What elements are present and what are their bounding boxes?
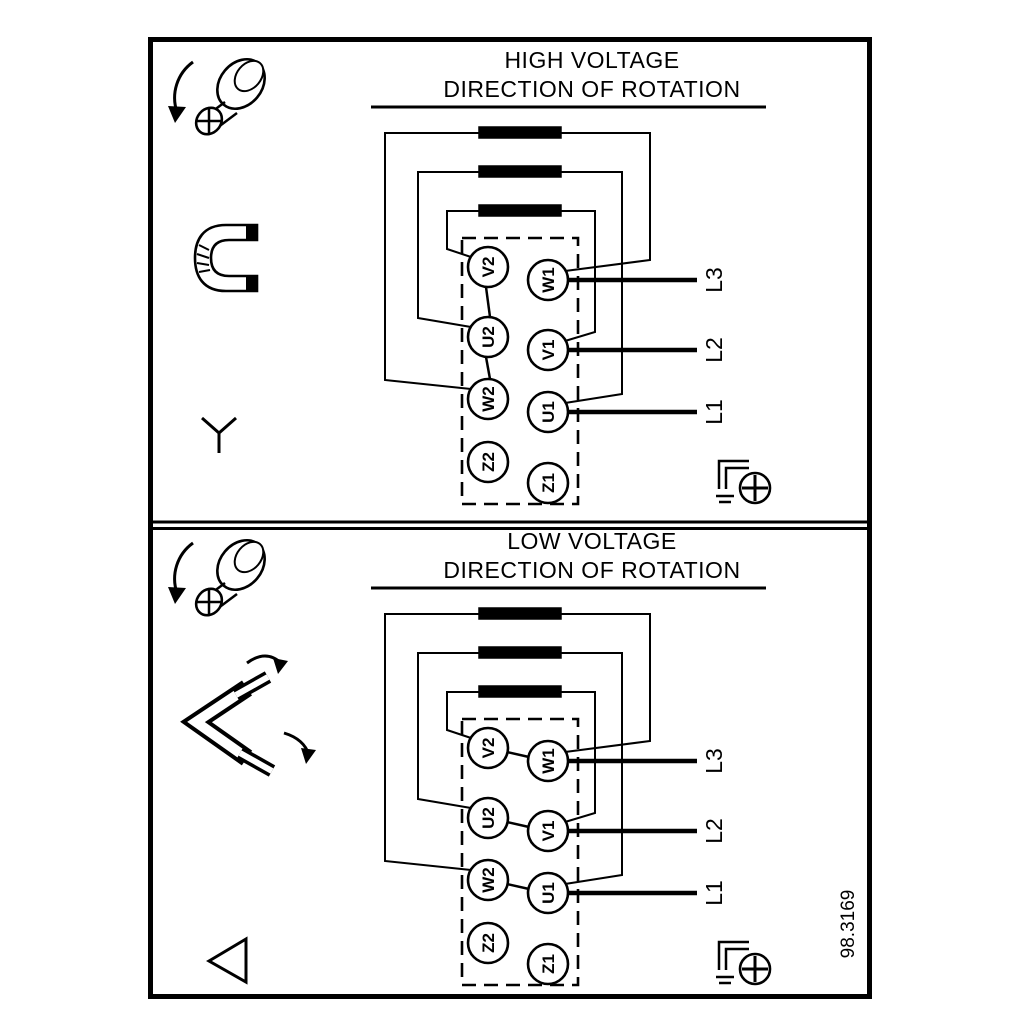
star-leg — [218, 416, 237, 435]
chevron-link-core — [187, 683, 250, 763]
move-arrowhead — [273, 658, 288, 674]
small-link-core — [238, 750, 274, 774]
delta-bridge — [506, 750, 530, 759]
star-bridge — [484, 286, 492, 318]
star-connection-symbol — [201, 416, 237, 453]
star-leg — [201, 416, 220, 435]
panel-title-line2: DIRECTION OF ROTATION — [443, 557, 740, 583]
figure-number: 98.3169 — [838, 890, 859, 959]
link-hatch — [198, 244, 210, 251]
delta-connection-symbol — [206, 936, 248, 985]
panel-title-line1: HIGH VOLTAGE — [504, 47, 679, 73]
panel-low-voltage: LOW VOLTAGE DIRECTION OF ROTATION — [168, 528, 770, 985]
link-hatch — [196, 262, 210, 266]
move-arrowhead — [301, 748, 316, 764]
link-end — [246, 277, 257, 290]
link-body — [193, 223, 259, 293]
panel-title-line2: DIRECTION OF ROTATION — [443, 76, 740, 102]
panel-high-voltage: HIGH VOLTAGE DIRECTION OF ROTATION — [168, 47, 770, 504]
star-bridge — [484, 356, 492, 380]
link-hatch — [198, 269, 211, 273]
link-end — [246, 226, 257, 239]
terminal-link-icon — [193, 223, 259, 293]
panel-title-line1: LOW VOLTAGE — [507, 528, 677, 554]
diagram-frame — [148, 37, 872, 999]
small-link-core — [234, 674, 270, 698]
terminal-links-move-icon — [180, 654, 316, 777]
link-hatch — [196, 253, 210, 259]
delta-bridge — [506, 820, 530, 829]
delta-bridge — [506, 882, 530, 891]
